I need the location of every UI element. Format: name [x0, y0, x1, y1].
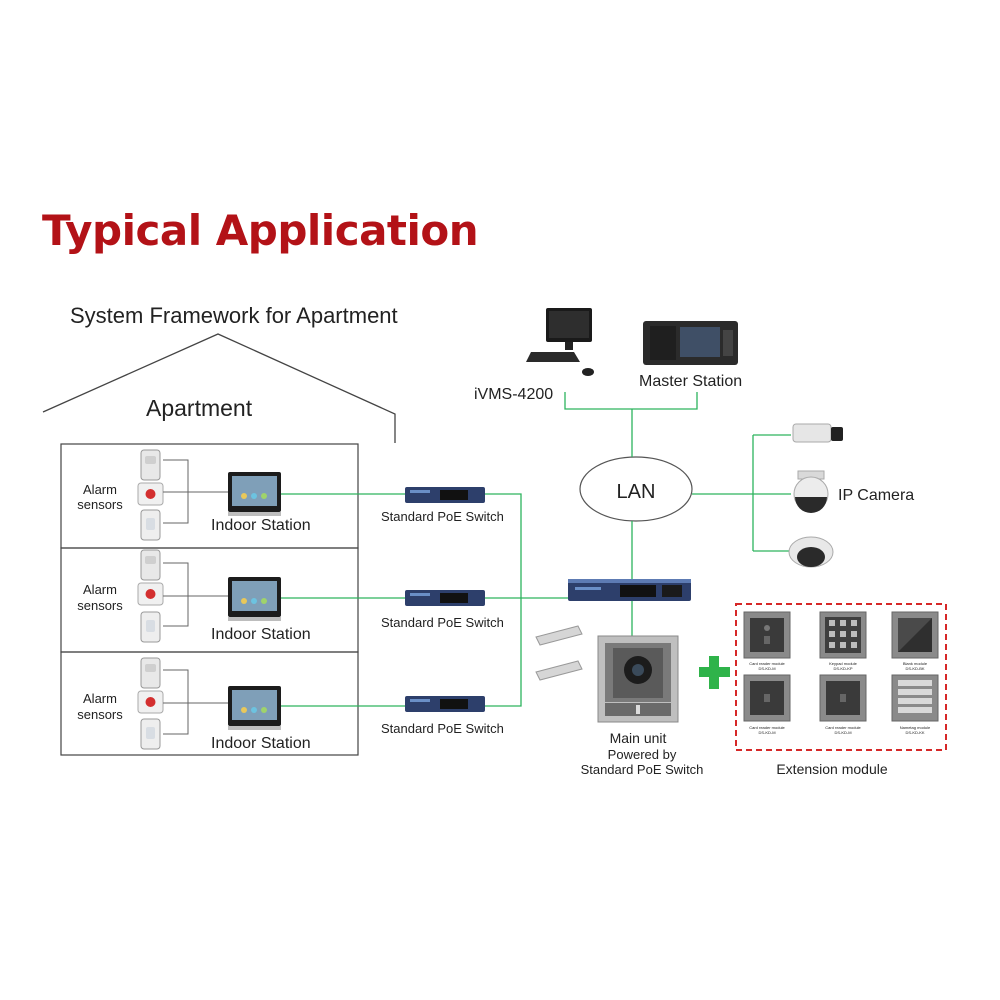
lan-node: [579, 456, 693, 522]
indoor-station-label: Indoor Station: [211, 626, 311, 643]
svg-text:Alarm: Alarm: [83, 691, 117, 706]
lan-label: LAN: [617, 481, 656, 503]
master-station-icon: [643, 321, 738, 365]
switch-label: Standard PoE Switch: [381, 615, 504, 630]
module-caption: Card reader module: [825, 725, 861, 730]
indoor-station-label: Indoor Station: [211, 517, 311, 534]
extension-module-label: Extension module: [776, 761, 888, 777]
poe-switch-icon: [405, 487, 485, 503]
module-caption: Card reader module: [749, 725, 785, 730]
floor-2: Alarm sensors Indoor Station Standard Po…: [77, 549, 504, 643]
master-station-label: Master Station: [639, 373, 742, 390]
motion-sensor-icon: [140, 549, 161, 581]
module-caption: Card reader module: [749, 661, 785, 666]
framework-label: System Framework for Apartment: [70, 303, 398, 328]
module-caption: Nametag module: [900, 725, 931, 730]
module-caption: Blank module: [903, 661, 928, 666]
panic-button-icon: [137, 690, 164, 714]
extension-module-card-reader-3: [819, 674, 867, 722]
module-caption: DS-KD-M: [758, 666, 775, 671]
svg-text:Alarm: Alarm: [83, 582, 117, 597]
ip-camera-label: IP Camera: [838, 487, 914, 504]
door-sensor-icon: [140, 509, 161, 541]
extension-module-nametag: [891, 674, 939, 722]
computer-icon: [526, 308, 594, 376]
module-caption: DS-KD-KP: [833, 666, 852, 671]
main-poe-switch-icon: [568, 579, 691, 601]
ptz-camera-icon: [793, 470, 829, 513]
poe-switch-icon: [405, 590, 485, 606]
panic-button-icon: [137, 582, 164, 606]
magnetic-lock-icon: [535, 625, 583, 646]
module-caption: DS-KD-BK: [905, 666, 924, 671]
bullet-camera-icon: [792, 423, 843, 443]
svg-text:sensors: sensors: [77, 598, 123, 613]
alarm-sensors-label: Alarm: [83, 482, 117, 497]
motion-sensor-icon: [140, 449, 161, 481]
module-caption: Keypad module: [829, 661, 858, 666]
extension-module-keypad: [819, 611, 867, 659]
door-sensor-icon: [140, 611, 161, 643]
extension-module-card-reader: [743, 611, 791, 659]
alarm-sensors-label: Alarm: [83, 582, 117, 597]
alarm-sensors-label-line2: sensors: [77, 497, 123, 512]
magnetic-lock-icon: [535, 660, 583, 681]
indoor-station-label: Indoor Station: [211, 735, 311, 752]
indoor-station-icon: [228, 472, 281, 516]
main-unit-switch-label: Standard PoE Switch: [581, 762, 704, 777]
alarm-sensors-label-line2: sensors: [77, 707, 123, 722]
panic-button-icon: [137, 482, 164, 506]
motion-sensor-icon: [140, 657, 161, 689]
extension-module-blank: [891, 611, 939, 659]
floor-box-3: [60, 651, 359, 756]
poe-switch-icon: [405, 696, 485, 712]
module-caption: DS-KD-M: [758, 730, 775, 735]
dome-camera-icon: [788, 536, 834, 568]
switch-label: Standard PoE Switch: [381, 721, 504, 736]
switch-chain-line: [485, 493, 522, 707]
switch-label: Standard PoE Switch: [381, 509, 504, 524]
apartment-label: Apartment: [146, 395, 253, 421]
indoor-station-icon: [228, 577, 281, 621]
svg-text:sensors: sensors: [77, 707, 123, 722]
extension-module-box: [735, 603, 947, 751]
ivms-label: iVMS-4200: [474, 386, 553, 403]
alarm-sensors-label-line2: sensors: [77, 598, 123, 613]
module-caption: DS-KD-KK: [905, 730, 924, 735]
main-unit-icon: [597, 635, 679, 723]
svg-text:sensors: sensors: [77, 497, 123, 512]
plus-icon: [699, 656, 730, 689]
alarm-sensors-label: Alarm: [83, 691, 117, 706]
house-roof: [42, 333, 396, 443]
main-unit-label: Main unit: [610, 730, 667, 746]
extension-module-card-reader-2: [743, 674, 791, 722]
module-caption: DS-KD-M: [834, 730, 851, 735]
indoor-station-icon: [228, 686, 281, 730]
page-title: Typical Application: [42, 206, 479, 255]
floor-3: Alarm sensors Indoor Station Standard Po…: [77, 657, 504, 752]
door-sensor-icon: [140, 718, 161, 750]
floor-1: Alarm sensors Indoor Station Standard Po…: [77, 449, 504, 541]
main-unit-powered-label: Powered by: [608, 747, 677, 762]
